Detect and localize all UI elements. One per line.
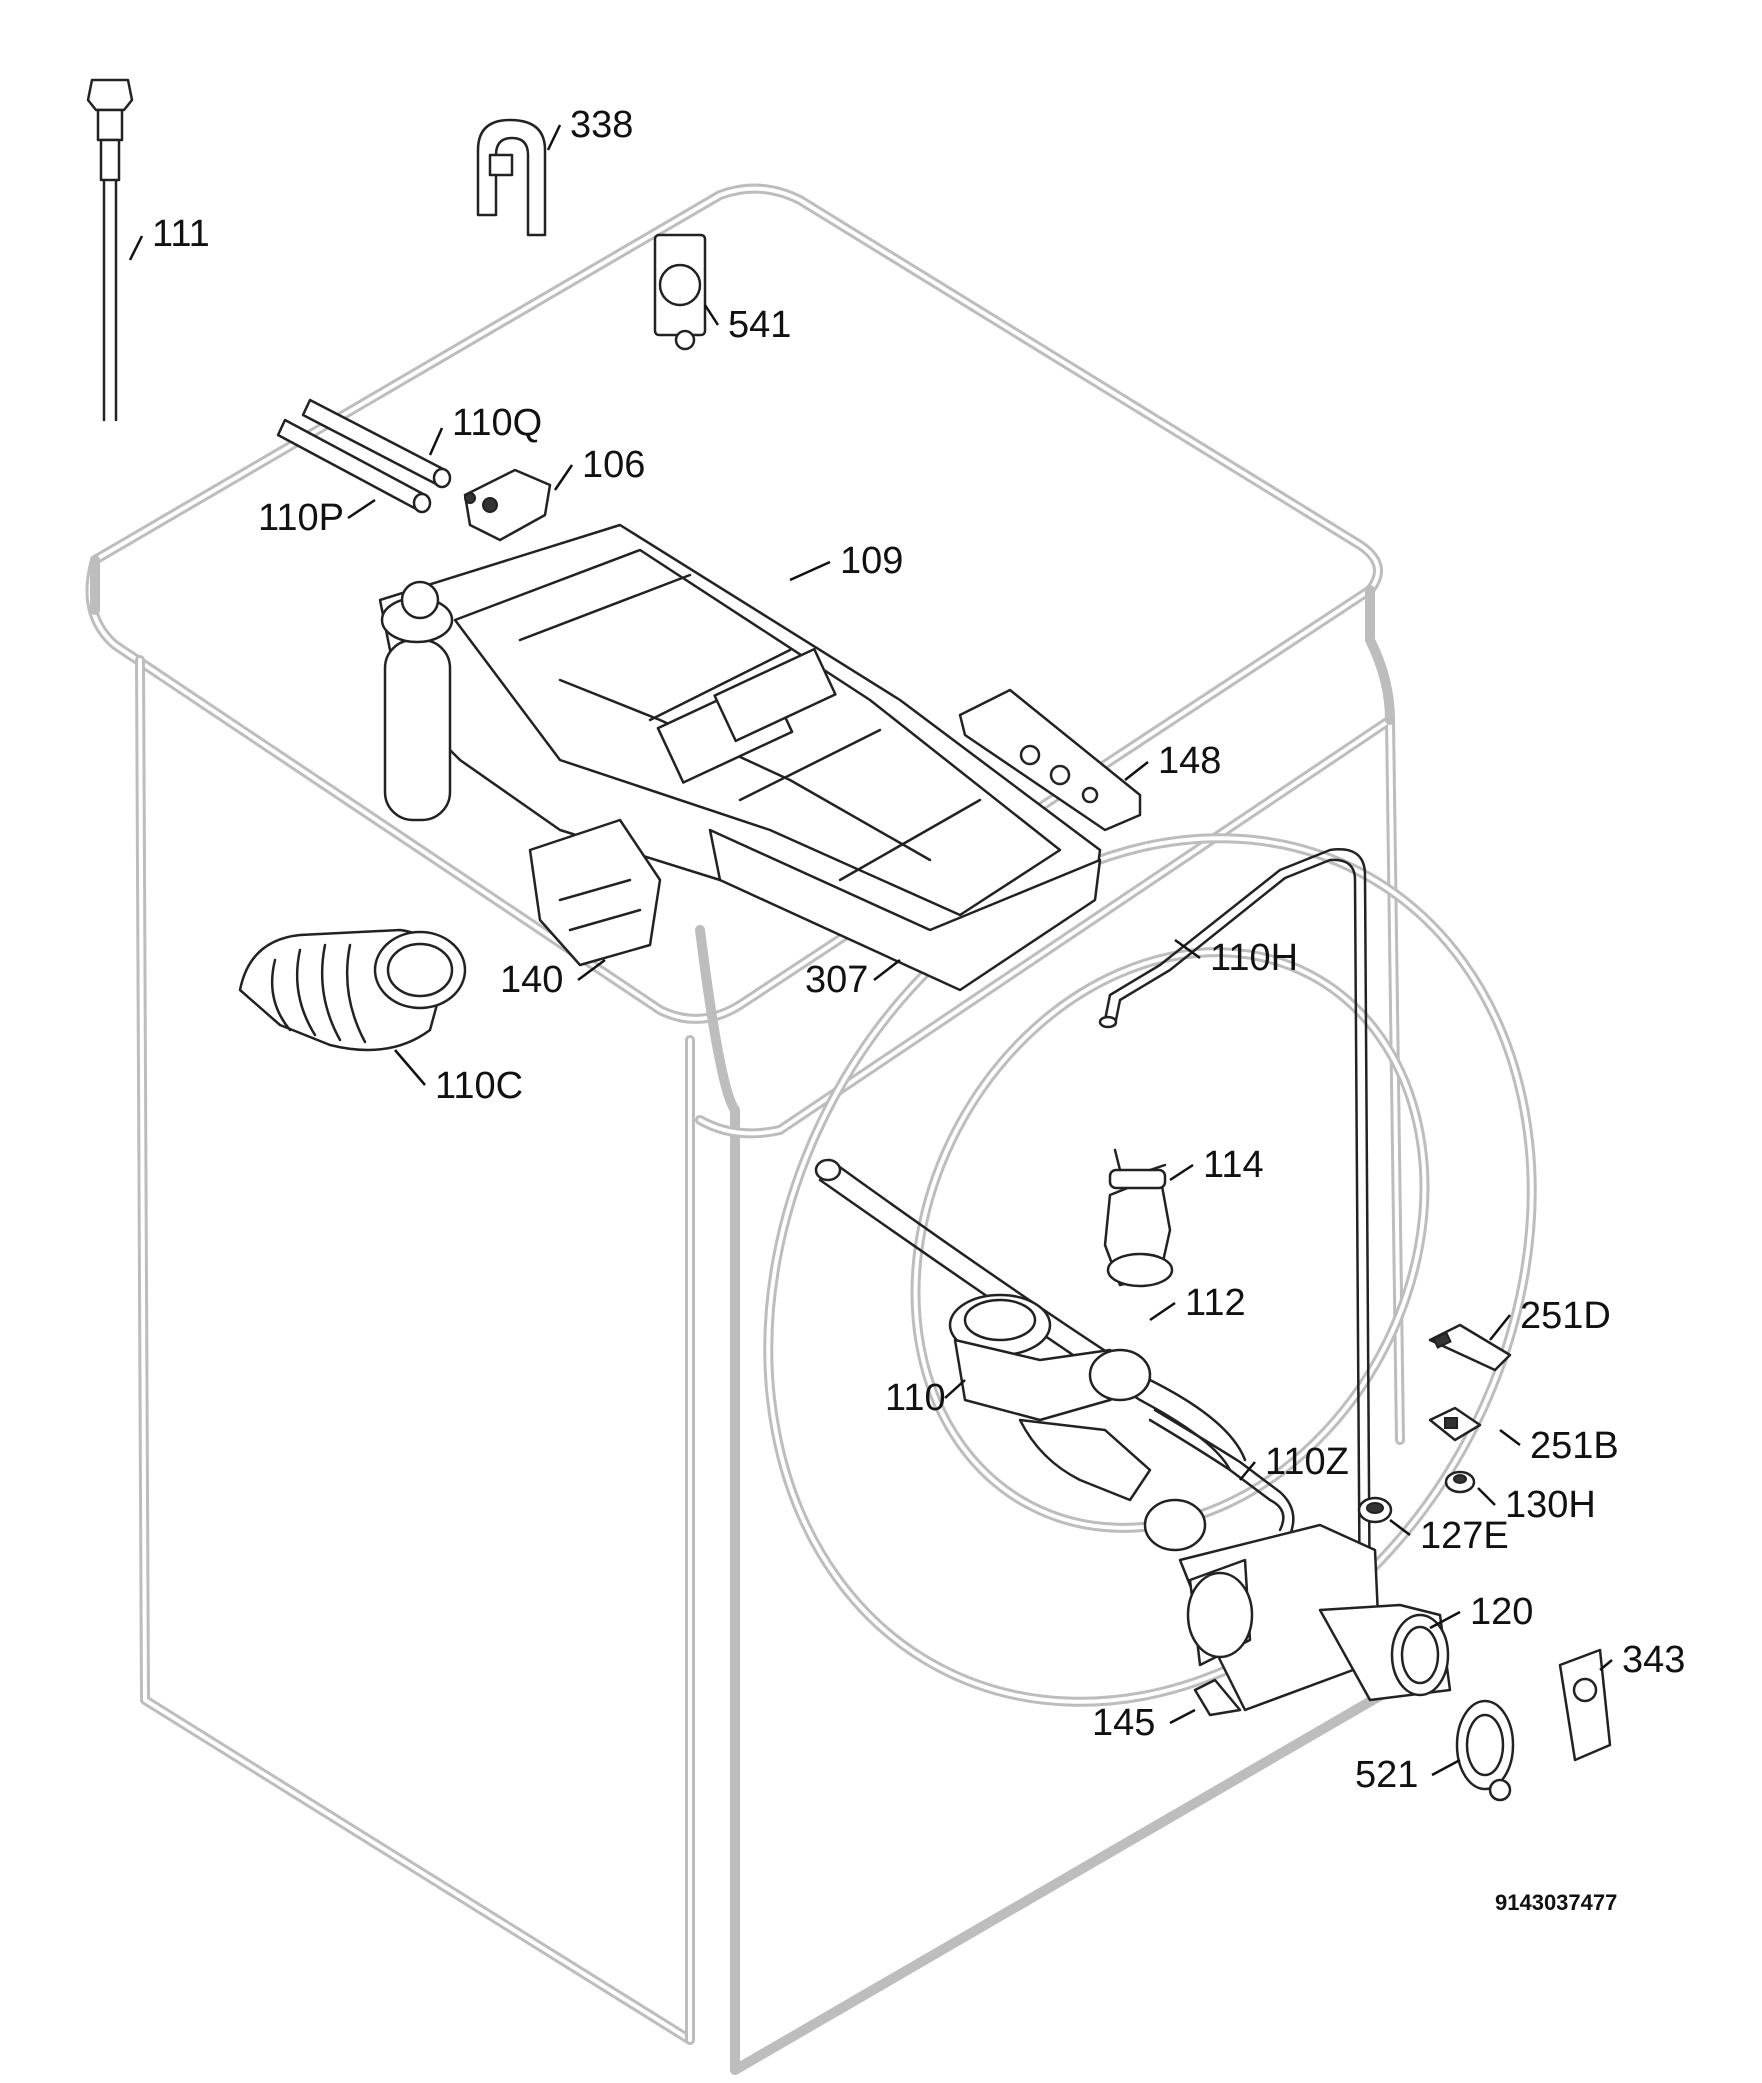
label-251d: 251D bbox=[1520, 1295, 1611, 1337]
filter-521 bbox=[1455, 1699, 1515, 1802]
label-251b: 251B bbox=[1530, 1425, 1619, 1467]
label-110z: 110Z bbox=[1265, 1441, 1349, 1483]
pressure-switch-114 bbox=[1103, 1148, 1174, 1288]
label-130h: 130H bbox=[1505, 1484, 1596, 1526]
label-145: 145 bbox=[1092, 1702, 1155, 1744]
cabinet-outline bbox=[85, 183, 1537, 2075]
part-251d bbox=[1428, 1323, 1512, 1372]
sump-hose-110 bbox=[948, 1293, 1152, 1502]
label-109: 109 bbox=[840, 540, 903, 582]
clamp-541 bbox=[653, 233, 707, 351]
part-130h bbox=[1444, 1470, 1476, 1494]
label-110h: 110H bbox=[1210, 937, 1298, 979]
label-110c: 110C bbox=[435, 1065, 523, 1107]
leader-lines bbox=[128, 124, 1613, 1777]
label-127e: 127E bbox=[1420, 1515, 1509, 1557]
label-110q: 110Q bbox=[452, 402, 542, 444]
label-140: 140 bbox=[500, 959, 563, 1001]
part-labels: 111 338 541 110Q 110P 106 109 148 140 30… bbox=[152, 104, 1685, 1796]
label-148: 148 bbox=[1158, 740, 1221, 782]
label-110p: 110P bbox=[258, 497, 344, 539]
hoses-110q-110p bbox=[276, 398, 452, 514]
label-338: 338 bbox=[570, 104, 633, 146]
document-number: 9143037477 bbox=[1495, 1890, 1617, 1915]
part-127e bbox=[1357, 1496, 1393, 1524]
valve-106 bbox=[463, 468, 552, 542]
hose-110h bbox=[1098, 848, 1372, 1642]
dispenser-housing-109 bbox=[378, 523, 1102, 992]
label-112: 112 bbox=[1185, 1282, 1246, 1324]
part-251b bbox=[1428, 1406, 1482, 1442]
label-521: 521 bbox=[1355, 1754, 1418, 1796]
label-110: 110 bbox=[885, 1377, 946, 1419]
label-111: 111 bbox=[152, 213, 210, 255]
hose-bend-338 bbox=[476, 118, 547, 237]
hose-110z bbox=[1148, 1408, 1295, 1537]
label-307: 307 bbox=[805, 959, 868, 1001]
label-106: 106 bbox=[582, 444, 645, 486]
label-343: 343 bbox=[1622, 1639, 1685, 1681]
label-120: 120 bbox=[1470, 1591, 1533, 1633]
drain-pump-120 bbox=[1143, 1498, 1452, 1717]
inlet-hose-111 bbox=[86, 78, 134, 422]
label-114: 114 bbox=[1203, 1144, 1264, 1186]
bracket-148 bbox=[958, 688, 1142, 832]
label-541: 541 bbox=[728, 304, 791, 346]
bellows-110c bbox=[238, 928, 467, 1052]
duct-140 bbox=[528, 818, 662, 967]
cover-343 bbox=[1558, 1648, 1612, 1762]
